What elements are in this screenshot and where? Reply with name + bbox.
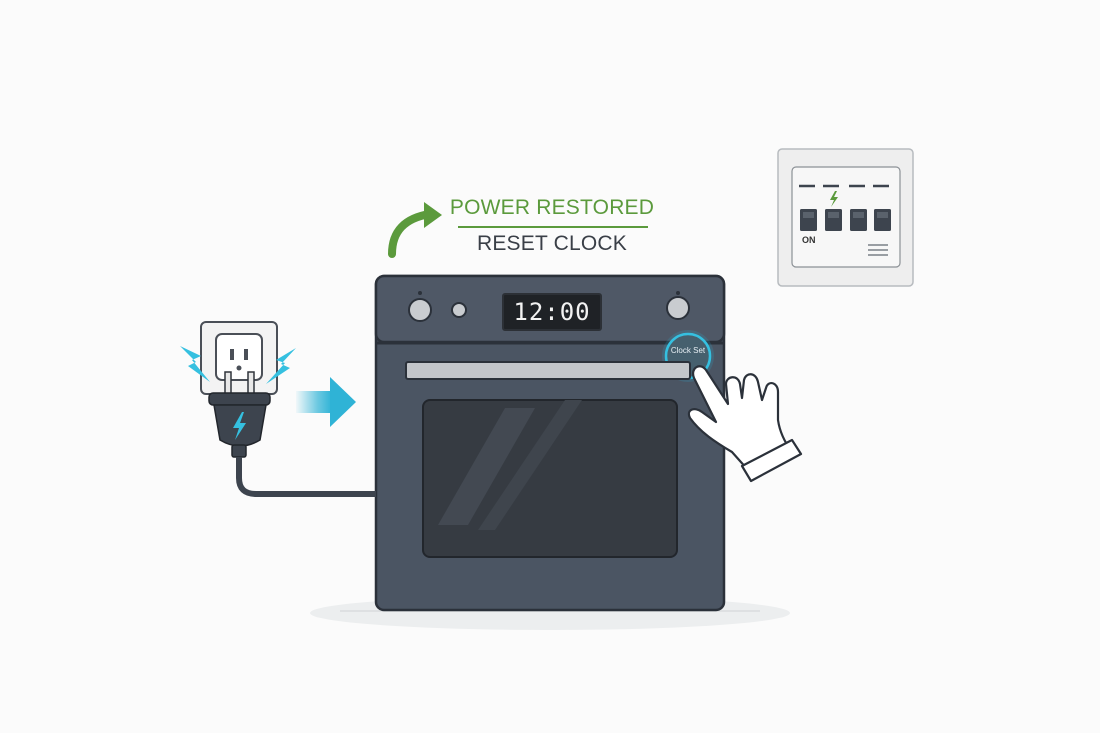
small-knob-icon[interactable] <box>451 302 467 318</box>
oven-clock-display: 12:00 <box>502 293 602 331</box>
wall-outlet <box>200 321 278 395</box>
window-reflection <box>478 400 582 530</box>
power-restored-label: POWER RESTORED <box>449 196 655 219</box>
window-reflection <box>438 408 535 525</box>
power-restored-arrow <box>388 202 442 258</box>
right-knob-icon[interactable] <box>666 296 690 320</box>
power-cord <box>236 457 376 497</box>
label-divider <box>458 226 648 228</box>
breaker-on-label: ON <box>802 235 816 245</box>
spark-left-icon <box>180 346 210 382</box>
reset-clock-label: RESET CLOCK <box>476 232 628 255</box>
oven-door-handle[interactable] <box>405 361 691 380</box>
lightning-icon <box>233 412 246 440</box>
indicator-dot <box>676 291 680 295</box>
breaker-lightning-icon <box>830 191 838 207</box>
breaker-panel <box>777 148 914 287</box>
clock-set-button-label: Clock Set <box>670 346 706 355</box>
pointing-hand-icon <box>687 365 803 483</box>
indicator-dot <box>418 291 422 295</box>
connection-arrow-icon <box>296 377 356 427</box>
oven <box>374 274 726 612</box>
left-knob-icon[interactable] <box>408 298 432 322</box>
